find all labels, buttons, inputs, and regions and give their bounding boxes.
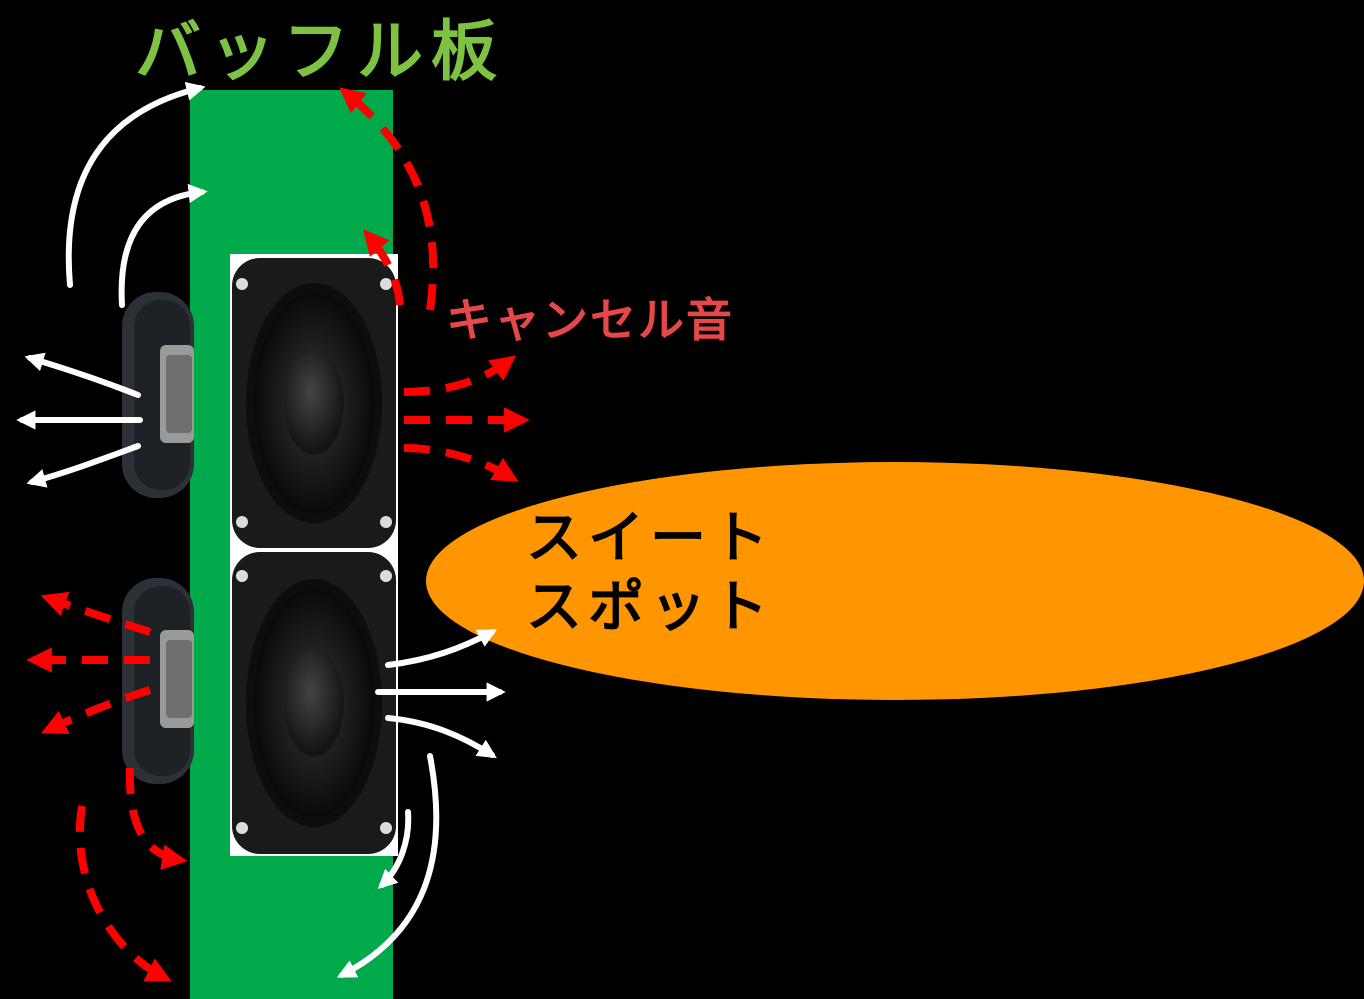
direct-sound-arrow — [336, 753, 440, 978]
direct-sound-arrow — [24, 352, 141, 398]
cancel-sound-arrow — [125, 767, 188, 870]
direct-sound-arrow — [65, 81, 206, 288]
direct-sound-arrow — [118, 183, 208, 308]
sweet-spot-area — [426, 462, 1364, 700]
direct-sound-arrows — [16, 81, 506, 978]
cancel-sound-arrow — [40, 591, 152, 636]
sweet-spot-label-line1: スイート — [526, 506, 774, 571]
cancel-sound-label: キャンセル音 — [446, 293, 734, 347]
sweet-spot-label-line2: スポット — [526, 575, 774, 640]
cancel-sound-arrow — [403, 444, 519, 482]
baffle-label: バッフル板 — [135, 13, 505, 90]
cancel-sound-arrow — [363, 229, 404, 306]
cancel-sound-arrows — [26, 87, 530, 982]
cancel-sound-arrow — [403, 355, 517, 396]
speaker-side-icon — [122, 578, 194, 784]
direct-sound-arrow — [26, 443, 141, 488]
direct-sound-arrow — [377, 809, 412, 889]
cancel-sound-arrow — [41, 686, 152, 734]
cancel-sound-arrow — [75, 805, 172, 982]
direct-sound-arrow — [385, 629, 498, 668]
speaker-front-icon — [230, 548, 398, 856]
direct-sound-arrow — [385, 715, 497, 759]
speaker-front-icon — [230, 254, 398, 550]
